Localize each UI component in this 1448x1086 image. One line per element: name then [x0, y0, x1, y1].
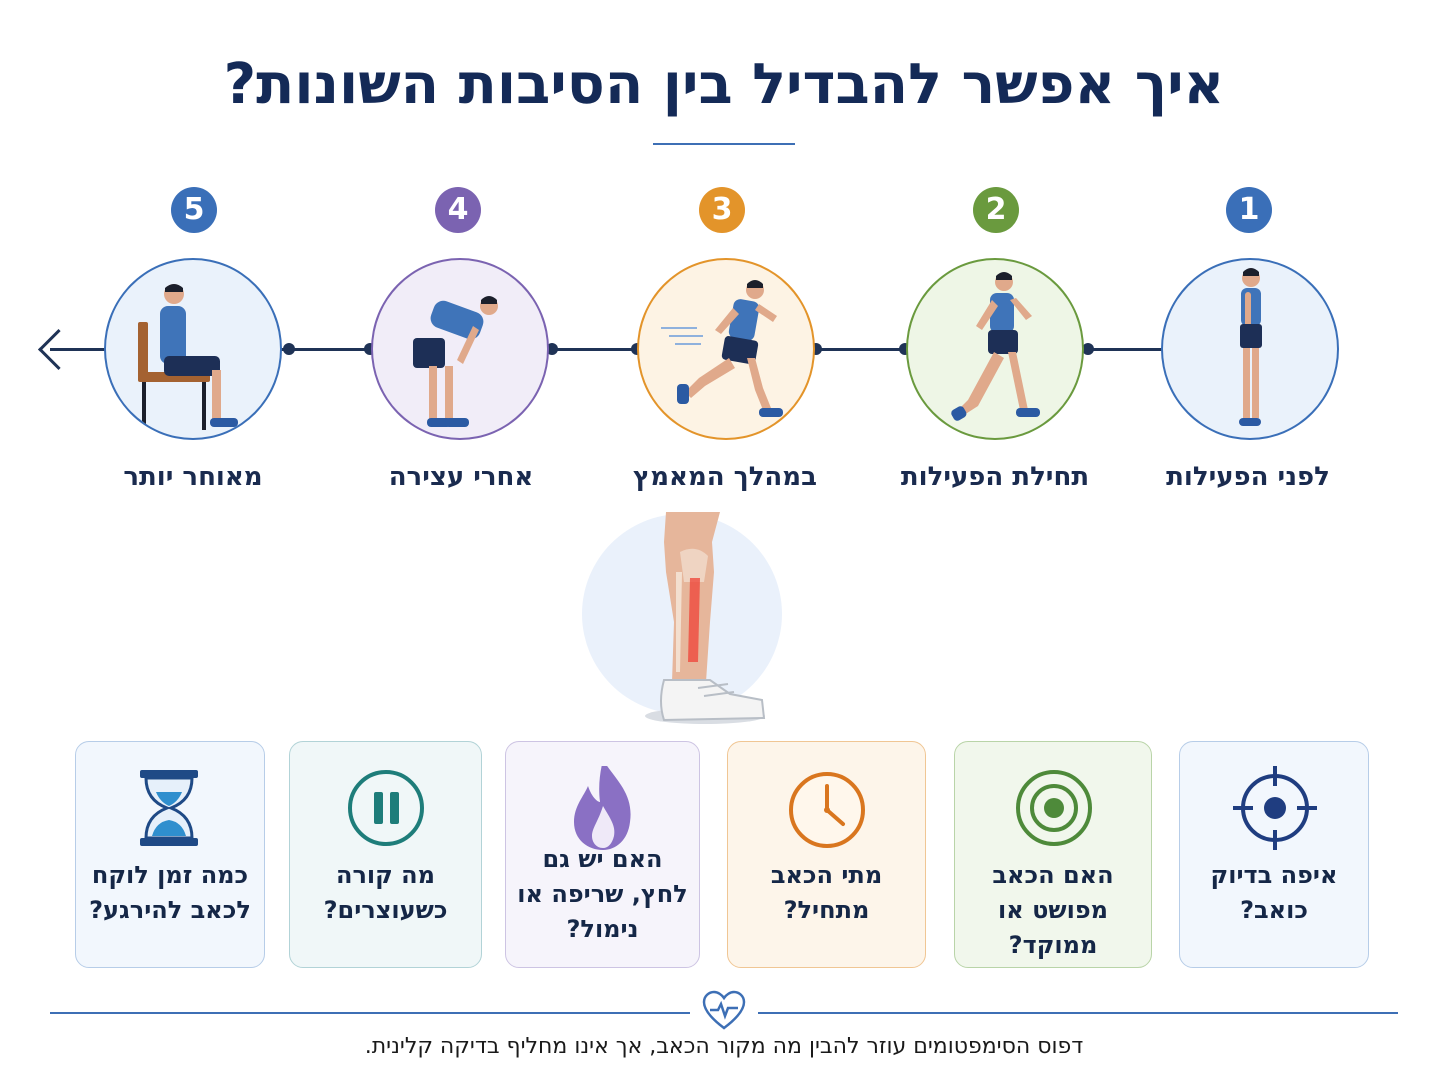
hourglass-icon [76, 766, 264, 850]
card-pain-location: איפה בדיוק כואב? [1179, 741, 1369, 968]
timeline-arrow-icon [37, 328, 80, 371]
step-2-number: 2 [973, 187, 1019, 233]
footer-divider-left [50, 1012, 690, 1014]
step-1-number: 1 [1226, 187, 1272, 233]
leg-pain-icon [582, 512, 782, 724]
card-recovery-time: כמה זמן לוקח לכאב להירגע? [75, 741, 265, 968]
timeline-dot [1082, 343, 1094, 355]
timeline-dot [546, 343, 558, 355]
step-4-label: אחרי עצירה [388, 462, 534, 492]
step-3-illustration [637, 258, 815, 440]
footer-note: דפוס הסימפטומים עוזר להבין מה מקור הכאב,… [364, 1034, 1084, 1059]
card-when-stopping: מה קורה כשעוצרים? [289, 741, 482, 968]
standing-person-icon [1239, 268, 1262, 426]
card-pain-location-text: איפה בדיוק כואב? [1210, 861, 1338, 924]
flame-icon [506, 766, 699, 850]
timeline-line [50, 348, 1170, 351]
step-2-illustration [906, 258, 1084, 440]
step-4-number: 4 [435, 187, 481, 233]
card-burning-numbness-text: האם יש גם לחץ, שריפה או נימול? [517, 845, 688, 943]
sitting-person-icon [138, 284, 238, 430]
bent-over-person-icon [413, 296, 498, 427]
walking-person-icon [951, 272, 1040, 421]
card-when-stopping-text: מה קורה כשעוצרים? [323, 861, 448, 924]
running-person-icon [661, 280, 783, 417]
card-pain-spread-text: האם הכאב מפושט או ממוקד? [992, 861, 1114, 959]
leg-illustration [580, 512, 790, 732]
page-title: איך אפשר להבדיל בין הסיבות השונות? [223, 52, 1225, 117]
crosshair-icon [1180, 766, 1368, 850]
step-3-number: 3 [699, 187, 745, 233]
step-4-illustration [371, 258, 549, 440]
card-pain-spread: האם הכאב מפושט או ממוקד? [954, 741, 1152, 968]
card-recovery-time-text: כמה זמן לוקח לכאב להירגע? [89, 861, 251, 924]
title-underline [653, 143, 795, 145]
card-pain-onset-text: מתי הכאב מתחיל? [770, 861, 883, 924]
timeline-dot [283, 343, 295, 355]
footer-divider-right [758, 1012, 1398, 1014]
step-1-label: לפני הפעילות [1166, 462, 1330, 492]
step-5-label: מאוחר יותר [123, 462, 263, 492]
clock-icon [728, 766, 925, 850]
step-5-illustration [104, 258, 282, 440]
step-2-label: תחילת הפעילות [900, 462, 1090, 492]
card-pain-onset: מתי הכאב מתחיל? [727, 741, 926, 968]
step-1-illustration [1161, 258, 1339, 440]
heart-pulse-icon [702, 990, 746, 1032]
card-burning-numbness: האם יש גם לחץ, שריפה או נימול? [505, 741, 700, 968]
target-icon [955, 766, 1151, 850]
pause-icon [290, 766, 481, 850]
step-3-label: במהלך המאמץ [633, 462, 817, 492]
step-5-number: 5 [171, 187, 217, 233]
